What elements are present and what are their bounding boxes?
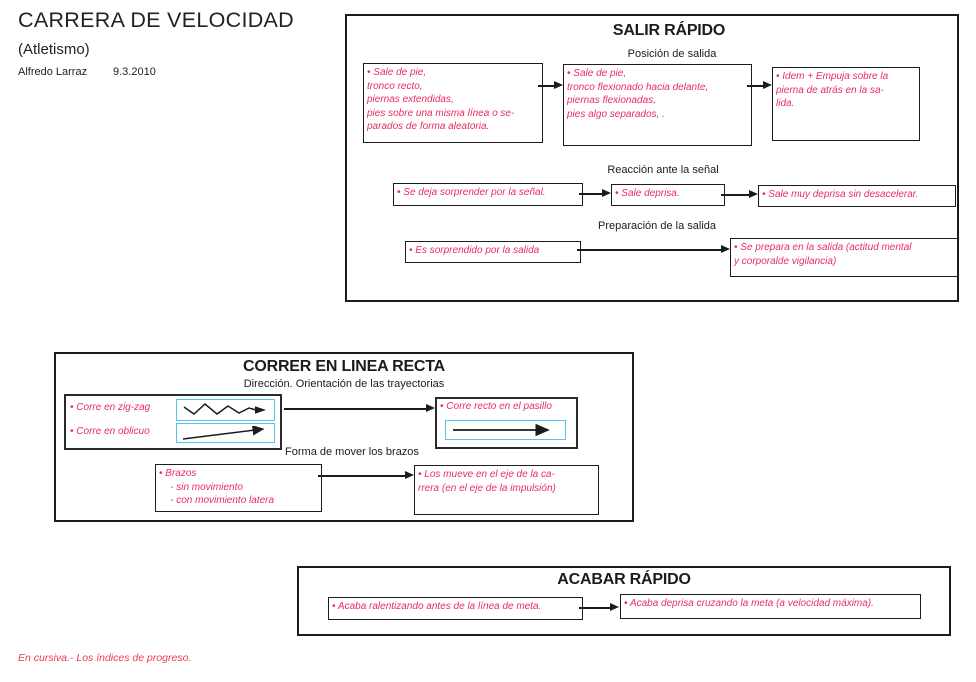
flow-box-reaccion-1: • Se deja sorprender por la señal. xyxy=(393,183,583,206)
recto-label: • Corre recto en el pasillo xyxy=(440,401,552,412)
section-label-direccion: Dirección. Orientación de las trayectori… xyxy=(243,378,445,390)
panel-salir-rapido: SALIR RÁPIDO Posición de salida • Sale d… xyxy=(345,14,959,302)
author: Alfredo Larraz xyxy=(18,66,88,78)
panel-title-salir: SALIR RÁPIDO xyxy=(612,22,726,39)
zigzag-arrow-icon xyxy=(176,399,275,421)
panel-title-correr: CORRER EN LINEA RECTA xyxy=(242,358,446,375)
right-arrow-icon xyxy=(579,189,611,198)
flow-box-brazos-2: • Los mueve en el eje de la ca- rrera (e… xyxy=(414,465,599,515)
right-arrow-icon xyxy=(538,81,563,90)
right-arrow-icon xyxy=(579,603,619,612)
flow-box-salida-1: • Sale de pie, tronco recto, piernas ext… xyxy=(363,63,543,143)
zigzag-label: • Corre en zig-zag xyxy=(70,402,151,413)
section-label-reaccion: Reacción ante la señal xyxy=(607,164,719,176)
right-arrow-icon xyxy=(747,81,772,90)
page-subtitle: (Atletismo) xyxy=(18,41,90,58)
flow-box-brazos-1: • Brazos - sin movimiento - con movimien… xyxy=(155,464,322,512)
right-arrow-icon xyxy=(318,471,414,480)
date: 9.3.2010 xyxy=(113,66,156,78)
footnote: En cursiva.- Los índices de progreso. xyxy=(18,652,192,664)
right-arrow-icon xyxy=(577,245,730,254)
flow-box-preparacion-2: • Se prepara en la salida (actitud menta… xyxy=(730,238,958,277)
section-label-brazos: Forma de mover los brazos xyxy=(285,446,419,458)
oblicuo-label: • Corre en oblicuo xyxy=(70,426,150,437)
right-arrow-icon xyxy=(721,190,758,199)
right-arrow-icon xyxy=(284,404,435,413)
page-title: CARRERA DE VELOCIDAD xyxy=(18,8,295,32)
flow-box-corre-recto: • Corre recto en el pasillo xyxy=(435,397,578,449)
flow-box-acabar-1: • Acaba ralentizando antes de la línea d… xyxy=(328,597,583,620)
flow-box-reaccion-3: • Sale muy deprisa sin desacelerar. xyxy=(758,185,956,207)
flow-box-salida-2: • Sale de pie, tronco flexionado hacia d… xyxy=(563,64,752,146)
flow-box-reaccion-2: • Sale deprisa. xyxy=(611,184,725,206)
flow-box-salida-3: • Idem + Empuja sobre la pierna de atrás… xyxy=(772,67,920,141)
panel-correr-linea-recta: CORRER EN LINEA RECTA Dirección. Orienta… xyxy=(54,352,634,522)
panel-acabar-rapido: ACABAR RÁPIDO • Acaba ralentizando antes… xyxy=(297,566,951,636)
straight-arrow-icon xyxy=(445,420,566,440)
flow-box-preparacion-1: • Es sorprendido por la salida xyxy=(405,241,581,263)
section-label-posicion-de-salida: Posición de salida xyxy=(627,48,717,60)
flow-box-acabar-2: • Acaba deprisa cruzando la meta (a velo… xyxy=(620,594,921,619)
panel-title-acabar: ACABAR RÁPIDO xyxy=(557,571,691,588)
section-label-preparacion: Preparación de la salida xyxy=(597,220,717,232)
oblique-arrow-icon xyxy=(176,423,275,443)
flow-box-trayectorias: • Corre en zig-zag • Corre en oblicuo xyxy=(64,394,282,450)
